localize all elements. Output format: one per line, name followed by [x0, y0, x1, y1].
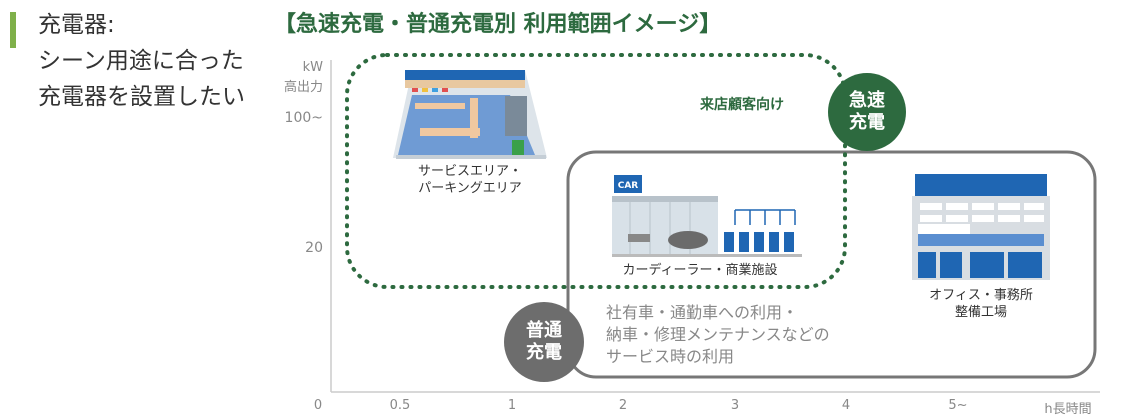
- service-area-caption: サービスエリア・ パーキングエリア: [417, 164, 522, 196]
- car-sign-text: CAR: [618, 181, 639, 191]
- x-tick-label: 3: [730, 398, 740, 413]
- page-title: 【急速充電・普通充電別 利用範囲イメージ】: [274, 12, 722, 37]
- car-dealer-illustration: CAR: [612, 175, 802, 257]
- y-axis-unit: kW: [302, 60, 323, 75]
- normal-charge-zone: [566, 150, 1097, 379]
- heading-accent-bar: [10, 12, 16, 48]
- normal-charge-badge: 普通 充電: [504, 302, 584, 382]
- x-tick-label: 0.5: [389, 398, 411, 413]
- quick-charge-label: 急速 充電: [849, 90, 885, 133]
- y-tick-label: 100~: [284, 110, 323, 126]
- office-caption: オフィス・事務所 整備工場: [929, 288, 1033, 320]
- y-tick-label: 20: [305, 240, 323, 256]
- x-axis-unit-label: h長時間: [1044, 402, 1092, 417]
- quick-charge-badge: 急速 充電: [828, 73, 906, 151]
- dealer-caption: カーディーラー・商業施設: [622, 263, 778, 278]
- x-tick-label: 5~: [948, 398, 968, 413]
- normal-charge-label: 普通 充電: [526, 320, 562, 363]
- heading-line-2: シーン用途に合った: [38, 48, 244, 74]
- x-tick-label: 4: [841, 398, 851, 413]
- heading-line-3: 充電器を設置したい: [38, 84, 245, 110]
- normal-charge-usage: 社有車・通勤車への利用・ 納車・修理メンテナンスなどの サービス時の利用: [606, 303, 830, 366]
- y-axis-unit-label: 高出力: [283, 80, 323, 95]
- office-illustration: [912, 174, 1050, 280]
- x-tick-label: 0: [313, 398, 323, 413]
- quick-charge-zone: [345, 53, 847, 289]
- x-tick-label: 1: [507, 398, 517, 413]
- service-area-illustration: [393, 70, 547, 159]
- quick-charge-audience: 来店顧客向け: [700, 97, 784, 113]
- heading-line-1: 充電器:: [38, 12, 115, 38]
- x-tick-label: 2: [618, 398, 628, 413]
